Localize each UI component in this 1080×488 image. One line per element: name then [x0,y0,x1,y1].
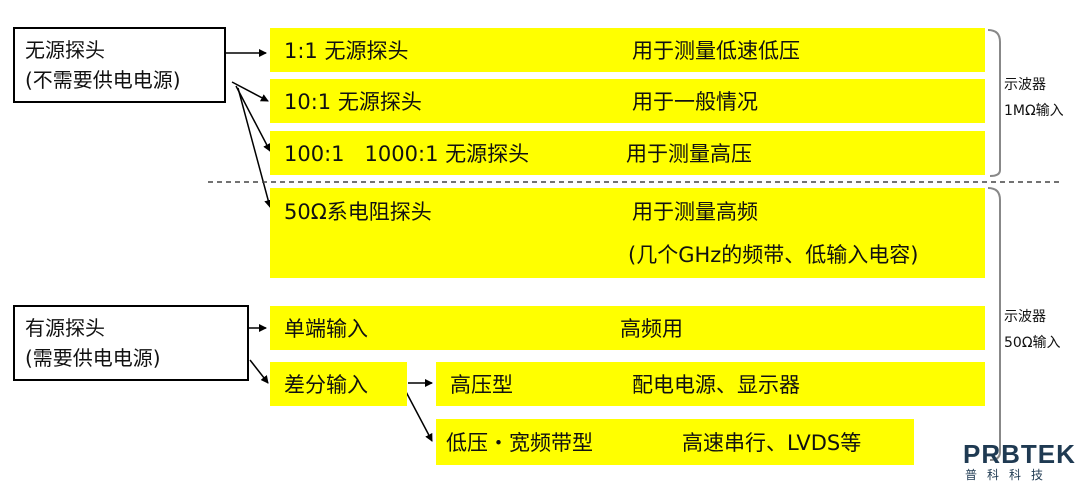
passive-probe-subtitle: (不需要供电电源) [25,68,181,92]
passive-probe-title: 无源探头 [25,38,105,62]
active-probe-box: 有源探头 (需要供电电源) [13,305,249,381]
resistor-probe-note: (几个GHz的频带、低输入电容) [628,243,919,267]
low-voltage-use: 高速串行、LVDS等 [682,431,862,455]
brace-lower [987,187,1001,461]
active-probe-subtitle: (需要供电电源) [25,346,161,370]
resistor-probe-use: 用于测量高频 [632,200,758,224]
passive-item-10to1: 10:1 无源探头 用于一般情况 [270,79,985,123]
arrow-to-differential [249,359,269,384]
low-voltage-name: 低压・宽频带型 [446,431,593,455]
passive-item-100to1: 100:1 1000:1 无源探头 用于测量高压 [270,131,985,175]
single-ended-name: 单端输入 [284,317,368,341]
passive-item-name: 100:1 1000:1 无源探头 [284,142,530,166]
arrow-to-low-voltage [403,387,433,442]
passive-item-1to1: 1:1 无源探头 用于测量低速低压 [270,28,985,72]
brace-upper [987,29,1001,177]
scope-label-input: 50Ω输入 [1004,335,1061,351]
scope-label-title: 示波器 [1004,77,1046,93]
active-probe-title: 有源探头 [25,316,105,340]
scope-label-1mohm: 示波器 1MΩ输入 [1004,74,1064,122]
scope-label-50ohm: 示波器 50Ω输入 [1004,306,1061,354]
passive-item-use: 用于测量低速低压 [632,39,800,63]
single-ended-use: 高频用 [620,317,683,341]
resistor-probe-name: 50Ω系电阻探头 [284,200,432,224]
arrow-to-50ohm [237,87,273,208]
active-arrows [248,324,433,442]
passive-arrows [222,49,273,208]
passive-item-name: 1:1 无源探头 [284,39,409,63]
passive-item-use: 用于测量高压 [626,142,752,166]
differential-input: 差分输入 [270,362,407,406]
high-voltage-name: 高压型 [450,373,513,397]
scope-label-title: 示波器 [1004,309,1046,325]
differential-name: 差分输入 [284,373,368,397]
high-voltage-type: 高压型 配电电源、显示器 [436,362,985,406]
passive-item-name: 10:1 无源探头 [284,90,422,114]
passive-item-use: 用于一般情况 [632,90,758,114]
high-voltage-use: 配电电源、显示器 [632,373,800,397]
logo-wordmark: PRBTEK [963,439,1076,469]
scope-label-input: 1MΩ输入 [1004,103,1064,119]
prbtek-logo: PRBTEK 普科科技 [963,440,1075,486]
passive-probe-box: 无源探头 (不需要供电电源) [13,27,226,103]
arrow-to-100to1 [235,85,271,152]
resistor-probe-50ohm: 50Ω系电阻探头 用于测量高频 (几个GHz的频带、低输入电容) [270,188,985,278]
logo-subtitle: 普科科技 [965,468,1054,482]
low-voltage-wideband-type: 低压・宽频带型 高速串行、LVDS等 [436,419,914,465]
single-ended-input: 单端输入 高频用 [270,306,985,350]
arrow-to-10to1 [231,81,269,102]
